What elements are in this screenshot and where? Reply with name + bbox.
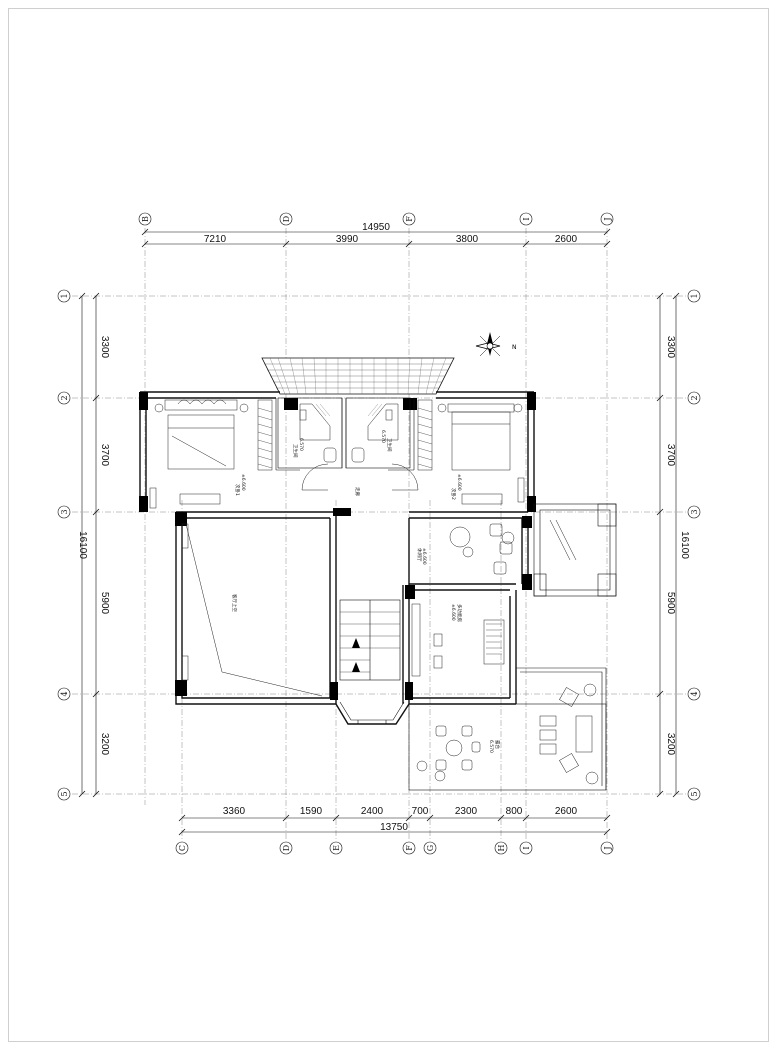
left-dim-2: 3700 [99,444,110,467]
living-void [181,523,323,697]
axis-label-left-5: 5 [60,791,69,796]
room-bedroom1-level: ±6.600 [240,474,246,491]
bottom-dimension-chain: 3360 1590 2400 700 2300 800 2600 13750 C… [175,806,614,855]
axis-label-top-5: J [603,217,612,221]
right-dimension-chain: 3300 3700 5900 3200 16100 1 2 3 4 5 [656,289,701,801]
terrace [408,667,607,791]
bottom-axis-bubbles: C D E F G H I J [175,841,614,855]
axis-label-bottom-4: F [405,845,414,851]
axis-label-bottom-3: E [332,845,341,851]
left-dim-3: 5900 [99,592,110,615]
bottom-dim-5: 2300 [455,806,478,817]
axis-label-top-2: D [282,216,291,222]
left-dim-1: 3300 [99,336,110,359]
axis-label-bottom-8: J [603,846,612,850]
bottom-dim-3: 2400 [361,806,384,817]
north-arrow-icon: N [475,332,517,357]
terrace-lounge-chairs [539,683,599,785]
axis-label-left-1: 1 [60,293,69,298]
room-bedroom1-label: 次卧1 [234,484,241,496]
room-study-level: ±6.600 [450,604,456,621]
room-void-label: 客厅上空 [231,594,238,612]
room-bedroom2-level: ±6.600 [456,474,462,491]
interior-partitions [275,398,415,600]
room-lounge-label: 休闲厅 [416,548,423,562]
axis-label-left-2: 2 [60,395,69,400]
room-bath2-label: 卫生间 [386,438,393,452]
axis-label-bottom-1: C [178,845,187,851]
top-dim-3: 3800 [456,234,479,245]
top-dim-2: 3990 [336,234,359,245]
bottom-dim-1: 3360 [223,806,246,817]
room-bath1-label: 卫生间 [292,444,299,458]
bottom-dim-7: 2600 [555,806,578,817]
right-dim-1: 3300 [665,336,676,359]
left-total-dim: 16100 [77,531,88,559]
top-dimension-chain: 14950 7210 3990 3800 2600 B D F I J [138,212,614,248]
axis-label-bottom-2: D [282,845,291,851]
bottom-dim-6: 800 [506,806,523,817]
axis-label-top-1: B [141,216,150,222]
axis-label-right-3: 3 [690,509,699,514]
room-terrace-label: 露台 [494,740,501,749]
axis-label-right-1: 1 [690,293,699,298]
axis-label-right-4: 4 [690,691,699,696]
right-total-dim: 16100 [679,531,690,559]
structural-columns [139,392,536,700]
bottom-dim-2: 1590 [300,806,323,817]
room-labels: 次卧1 ±6.600 卫生间 6.570 卫生间 6.570 次卧2 ±6.60… [231,430,501,753]
left-dimension-chain: 16100 3300 3700 5900 3200 1 2 3 4 5 [57,289,110,801]
top-dim-4: 2600 [555,234,578,245]
room-lounge-level: ±6.600 [421,548,427,565]
axis-label-bottom-7: I [522,846,531,849]
bedroom2-furniture [417,399,525,505]
room-terrace-level: 6.570 [488,740,494,753]
right-axis-bubbles: 1 2 3 4 5 [687,289,701,801]
top-dim-1: 7210 [204,234,227,245]
balcony-glass [533,503,617,597]
bottom-dim-4: 700 [412,806,429,817]
axis-label-bottom-5: G [426,845,435,851]
axis-label-top-4: I [522,217,531,220]
axis-label-left-4: 4 [60,691,69,696]
terrace-table-set [416,725,481,782]
left-dim-4: 3200 [99,733,110,756]
bedroom1-furniture [149,399,273,509]
top-total-dim: 14950 [362,222,390,233]
north-label: N [512,344,517,351]
room-corridor-label: 走廊 [354,487,361,496]
axis-grid [72,228,686,840]
axis-label-right-5: 5 [690,791,699,796]
top-axis-bubbles: B D F I J [138,212,614,226]
axis-label-top-3: F [405,216,414,222]
room-bath1-level: 6.570 [298,438,304,451]
roof-tile-area [261,357,455,395]
study-furniture [411,603,505,677]
left-axis-bubbles: 1 2 3 4 5 [57,289,71,801]
axis-label-left-3: 3 [60,509,69,514]
staircase [339,599,401,681]
room-study-label: 多功能房 [456,604,463,622]
right-dim-2: 3700 [665,444,676,467]
axis-label-bottom-6: H [497,844,506,851]
sheet-frame [8,8,769,1042]
bottom-total-dim: 13750 [380,822,408,833]
bay-window [335,701,410,725]
lounge-furniture [430,523,515,591]
right-dim-4: 3200 [665,733,676,756]
exterior-walls [139,391,535,705]
room-bath2-level: 6.570 [380,430,386,443]
axis-label-right-2: 2 [690,395,699,400]
room-bedroom2-label: 次卧2 [450,488,457,500]
right-dim-3: 5900 [665,592,676,615]
